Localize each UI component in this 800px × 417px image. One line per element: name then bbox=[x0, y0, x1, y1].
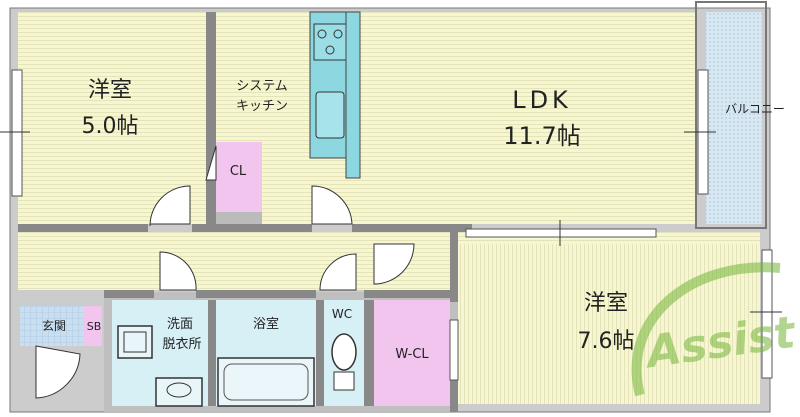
shoe-box-area bbox=[84, 306, 102, 346]
toilet-tank bbox=[333, 371, 355, 391]
western-room-b-name: 洋室 bbox=[584, 291, 628, 316]
entrance-label: 玄関 bbox=[42, 318, 66, 333]
balcony-label: バルコニー bbox=[725, 102, 785, 116]
walkin-closet-label: W-CL bbox=[395, 347, 429, 362]
window-left bbox=[11, 69, 23, 197]
ldk-name: LDK bbox=[512, 86, 572, 114]
balcony-rail bbox=[695, 1, 767, 229]
balcony-area bbox=[706, 12, 762, 224]
closet-label: CL bbox=[230, 164, 247, 179]
washroom-label-1: 洗面 bbox=[167, 317, 193, 332]
closet-door bbox=[449, 319, 459, 381]
bathtub bbox=[217, 357, 315, 407]
kitchen-label-2: キッチン bbox=[236, 99, 288, 114]
ldk-size: 11.7帖 bbox=[503, 122, 580, 150]
western-room-b-size: 7.6帖 bbox=[578, 329, 635, 354]
kitchen-area bbox=[216, 12, 696, 224]
window-right bbox=[761, 249, 773, 379]
washroom-label-2: 脱衣所 bbox=[162, 336, 201, 352]
western-room-b-floor bbox=[458, 244, 760, 404]
bath-label: 浴室 bbox=[253, 316, 279, 332]
stove bbox=[313, 23, 347, 61]
entrance-area bbox=[20, 306, 84, 346]
door-swings bbox=[35, 145, 415, 399]
kitchen-label-1: システム bbox=[236, 79, 288, 94]
sliding-door bbox=[465, 228, 657, 238]
vanity bbox=[155, 377, 203, 407]
washer bbox=[117, 325, 153, 359]
shoe-box-label: SB bbox=[87, 320, 102, 333]
kitchen-sink bbox=[315, 91, 345, 139]
toilet-bowl bbox=[331, 333, 357, 371]
closet-floor bbox=[216, 212, 262, 224]
western-room-a-name: 洋室 bbox=[88, 78, 132, 103]
closet-area bbox=[216, 142, 262, 212]
western-room-a-size: 5.0帖 bbox=[82, 114, 139, 139]
walkin-closet-area bbox=[374, 300, 450, 406]
toilet-label: WC bbox=[332, 307, 352, 321]
